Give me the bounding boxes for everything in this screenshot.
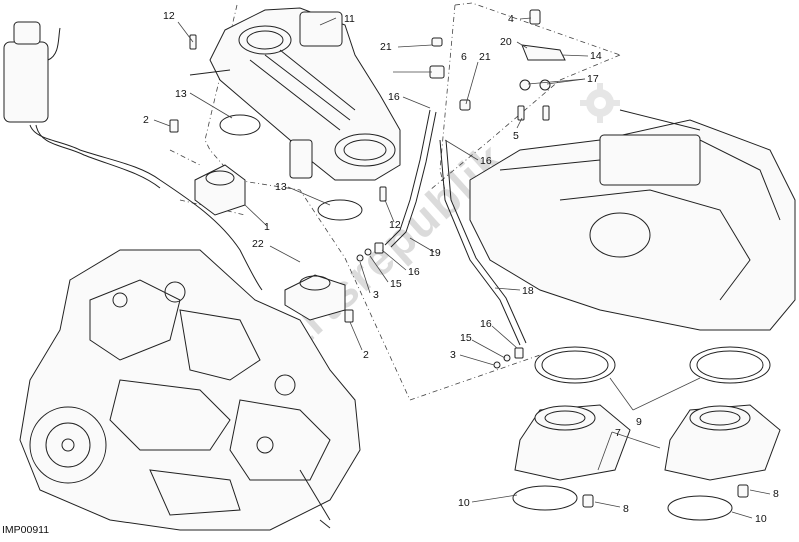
callout: 6	[461, 51, 467, 63]
callout: 11	[344, 13, 355, 25]
intake-spigots	[512, 346, 781, 521]
callout: 19	[429, 247, 441, 259]
throttle-body	[189, 7, 401, 181]
callout: 15	[460, 332, 472, 344]
callout: 10	[755, 513, 767, 525]
callout: 21	[479, 51, 491, 63]
callout: 13	[175, 88, 187, 100]
callout: 16	[480, 155, 492, 167]
callout: 12	[389, 219, 401, 231]
callout: 16	[480, 318, 492, 330]
callouts: 12 11 21 6 21 4 20 14 13 2 16 17 5 16 13…	[143, 10, 779, 525]
callout: 10	[458, 497, 470, 509]
callout: 8	[773, 488, 779, 500]
callout: 1	[264, 221, 270, 233]
small-parts	[169, 9, 566, 369]
callout: 15	[390, 278, 402, 290]
callout: 3	[450, 349, 456, 361]
callout: 7	[615, 427, 621, 439]
reservoir	[3, 21, 263, 291]
gear-logo-icon	[580, 83, 620, 123]
callout: 13	[275, 181, 287, 193]
callout: 14	[590, 50, 602, 62]
airbox	[469, 109, 796, 331]
callout: 21	[380, 41, 392, 53]
callout: 16	[408, 266, 420, 278]
callout: 8	[623, 503, 629, 515]
callout: 12	[163, 10, 175, 22]
callout: 9	[636, 416, 642, 428]
callout: 18	[522, 285, 534, 297]
leader-lines	[153, 17, 771, 519]
callout: 4	[508, 13, 514, 25]
callout: 2	[143, 114, 149, 126]
callout: 17	[587, 73, 599, 85]
callout: 20	[500, 36, 512, 48]
callout: 3	[373, 289, 379, 301]
callout: 16	[388, 91, 400, 103]
engine-block	[19, 249, 361, 531]
callout: 2	[363, 349, 369, 361]
callout: 5	[513, 130, 519, 142]
diagram-code: IMP00911	[2, 524, 49, 536]
callout: 22	[252, 238, 264, 250]
